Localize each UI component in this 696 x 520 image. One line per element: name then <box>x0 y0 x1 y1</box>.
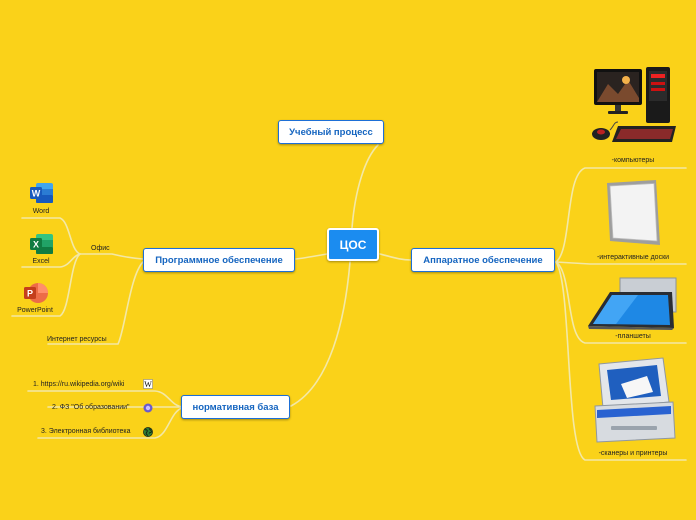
label-scanners-printers[interactable]: -сканеры и принтеры <box>598 450 668 457</box>
node-learning-process[interactable]: Учебный процесс <box>278 120 384 144</box>
label-computers[interactable]: -компьютеры <box>611 157 655 164</box>
node-label: Программное обеспечение <box>155 254 283 266</box>
connector-hardware <box>379 253 412 261</box>
label-office[interactable]: Офис <box>91 245 110 252</box>
label-word[interactable]: Word <box>32 208 50 215</box>
excel-icon: X <box>30 234 53 254</box>
label-federal-law[interactable]: 2. ФЗ "Об образовании" <box>52 403 130 412</box>
label-internet-resources[interactable]: Интернет ресурсы <box>47 336 107 343</box>
label-federal-law-part1: 2. ФЗ "Об образо <box>52 404 108 411</box>
interactive-board-icon <box>607 180 660 245</box>
connector-computers <box>555 167 687 263</box>
globe-icon <box>143 427 153 437</box>
connector-excel <box>21 253 81 268</box>
node-hardware[interactable]: Аппаратное обеспечение <box>411 248 555 272</box>
word-icon: W <box>30 183 53 203</box>
connector-software <box>295 253 328 260</box>
wikipedia-icon: W <box>143 379 153 389</box>
connector-scanners <box>555 261 687 461</box>
label-interactive-boards[interactable]: -интерактивные доски <box>596 254 670 261</box>
node-label: Аппаратное обеспечение <box>423 254 543 266</box>
label-powerpoint[interactable]: PowerPoint <box>17 307 53 314</box>
node-label: нормативная база <box>192 401 279 413</box>
connector-boards <box>555 261 687 265</box>
powerpoint-icon: P <box>24 283 48 303</box>
connector-word <box>21 217 81 255</box>
node-normative[interactable]: нормативная база <box>181 395 290 419</box>
connector-tablets <box>555 261 687 344</box>
node-software[interactable]: Программное обеспечение <box>143 248 295 272</box>
svg-text:W: W <box>32 189 41 199</box>
computer-icon <box>592 67 676 142</box>
connector-normative <box>290 261 351 407</box>
connector-internet <box>47 261 144 345</box>
connector-office <box>79 253 144 260</box>
connector-process <box>351 144 379 229</box>
emblem-icon <box>143 403 153 413</box>
central-label: ЦОС <box>339 237 367 252</box>
label-wikipedia-link[interactable]: 1. https://ru.wikipedia.org/wiki <box>33 381 125 388</box>
label-excel[interactable]: Excel <box>32 258 50 265</box>
tablet-icon <box>588 277 677 330</box>
label-electronic-library[interactable]: 3. Электронная библиотека <box>41 428 131 435</box>
svg-text:P: P <box>27 289 33 299</box>
connector-norm1 <box>27 390 183 408</box>
central-node[interactable]: ЦОС <box>327 228 379 261</box>
connector-norm3 <box>37 407 183 439</box>
node-label: Учебный процесс <box>289 126 373 138</box>
connector-ppt <box>11 253 81 317</box>
scanner-icon <box>594 357 676 443</box>
label-federal-law-part2: вании" <box>107 404 130 411</box>
svg-text:W: W <box>144 380 152 389</box>
svg-text:X: X <box>33 240 39 250</box>
label-tablets[interactable]: -планшеты <box>615 333 651 340</box>
